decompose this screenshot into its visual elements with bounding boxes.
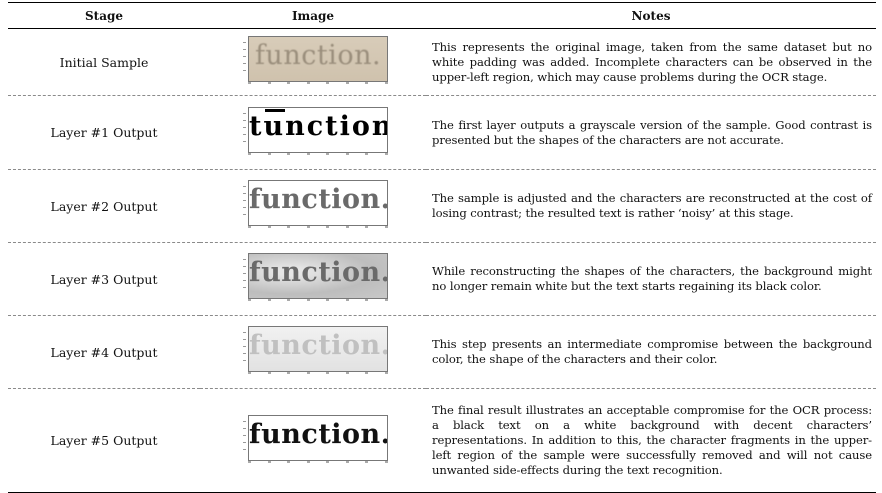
character-fragment <box>265 108 285 112</box>
y-axis-ticks <box>240 107 246 153</box>
image-frame: function. <box>248 180 388 226</box>
image-cell: function. <box>200 388 426 493</box>
stage-cell: Layer #1 Output <box>8 95 200 170</box>
stage-cell: Initial Sample <box>8 28 200 96</box>
image-frame: function. <box>248 414 388 461</box>
header-notes: Notes <box>426 2 876 29</box>
stage-cell: Layer #2 Output <box>8 169 200 243</box>
image-word: function. <box>254 40 382 71</box>
image-cell: function. <box>200 242 426 316</box>
image-frame: function. <box>248 36 388 82</box>
image-word: function. <box>249 257 388 288</box>
table-row: Layer #2 Output function. The sample is … <box>8 169 876 243</box>
x-axis-ticks <box>248 299 388 304</box>
sample-image: function. <box>238 34 388 88</box>
stage-cell: Layer #5 Output <box>8 388 200 493</box>
x-axis-ticks <box>248 82 388 87</box>
ocr-stages-table: Stage Image Notes Initial Sample functio… <box>8 2 876 493</box>
image-word: function. <box>249 330 388 361</box>
stage-cell: Layer #3 Output <box>8 242 200 316</box>
note-cell: The final result illustrates an acceptab… <box>426 388 876 493</box>
y-axis-ticks <box>240 415 246 461</box>
x-axis-ticks <box>248 226 388 231</box>
x-axis-ticks <box>248 372 388 377</box>
table-row: Initial Sample function. This represents… <box>8 28 876 96</box>
image-cell: function. <box>200 169 426 243</box>
image-frame: tunction. <box>248 106 388 153</box>
stage-cell: Layer #4 Output <box>8 315 200 389</box>
note-cell: The first layer outputs a grayscale vers… <box>426 95 876 170</box>
x-axis-ticks <box>248 152 388 158</box>
y-axis-ticks <box>240 36 246 82</box>
y-axis-ticks <box>240 180 246 226</box>
sample-image: function. <box>238 413 388 467</box>
y-axis-ticks <box>240 326 246 372</box>
note-cell: While reconstructing the shapes of the c… <box>426 242 876 316</box>
image-frame: function. <box>248 326 388 372</box>
sample-image: function. <box>238 251 388 305</box>
table-row: Layer #4 Output function. This step pres… <box>8 315 876 389</box>
sample-image: function. <box>238 324 388 378</box>
image-cell: function. <box>200 28 426 96</box>
table-row: Layer #3 Output function. While reconstr… <box>8 242 876 316</box>
table-header-row: Stage Image Notes <box>8 2 876 29</box>
y-axis-ticks <box>240 253 246 299</box>
note-cell: The sample is adjusted and the character… <box>426 169 876 243</box>
sample-image: tunction. <box>238 105 388 159</box>
image-cell: tunction. <box>200 95 426 170</box>
image-frame: function. <box>248 253 388 299</box>
table-row: Layer #1 Output tunction. The first laye… <box>8 95 876 170</box>
note-cell: This step presents an intermediate compr… <box>426 315 876 389</box>
sample-image: function. <box>238 178 388 232</box>
note-cell: This represents the original image, take… <box>426 28 876 96</box>
image-cell: function. <box>200 315 426 389</box>
image-word: function. <box>249 418 388 450</box>
table-row: Layer #5 Output function. The final resu… <box>8 388 876 493</box>
x-axis-ticks <box>248 460 388 466</box>
header-stage: Stage <box>8 2 200 29</box>
image-word: function. <box>249 184 388 215</box>
header-image: Image <box>200 2 426 29</box>
image-word: tunction. <box>249 110 387 142</box>
